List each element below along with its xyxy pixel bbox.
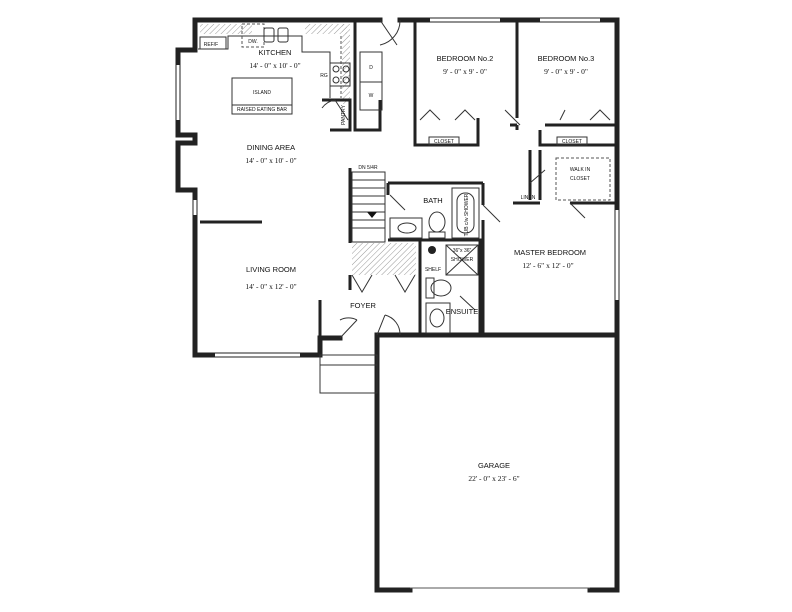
bedroom3-size: 9' - 0" x 9' - 0" [544,67,588,76]
shelf-label: SHELF [425,267,441,273]
stairs [351,171,386,243]
dining-size: 14' - 0" x 10' - 0" [245,156,296,165]
bath-label: BATH [423,196,442,205]
refrigerator-label: REF/F [204,42,218,48]
bedroom2-size: 9' - 0" x 9' - 0" [443,67,487,76]
interior-walls [200,20,617,338]
washer-label: W [369,93,374,99]
range-label: RG [320,73,328,79]
kitchen-label: KITCHEN [259,48,292,57]
living-size: 14' - 0" x 12' - 0" [245,282,296,291]
master-label: MASTER BEDROOM [514,248,586,257]
shower-label-2: SHOWER [451,257,474,263]
ensuite-label: ENSUITE [446,307,479,316]
closet3-label: CLOSET [562,139,582,145]
tub-label: TUB c/w SHOWER [464,193,470,236]
shower-label-1: 36"x 36" [453,248,472,254]
kitchen-fixtures [199,23,611,201]
front-steps [319,354,378,394]
garage-size: 22' - 0" x 23' - 6" [468,474,519,483]
living-label: LIVING ROOM [246,265,296,274]
dining-label: DINING AREA [247,143,295,152]
dishwasher-label: DW. [248,39,257,45]
foyer-label: FOYER [350,301,376,310]
walkin-label-1: WALK IN [570,167,591,173]
closet2-label: CLOSET [434,139,454,145]
counters [198,24,416,275]
bedroom3-label: BEDROOM No.3 [538,54,595,63]
doors [321,19,611,339]
bath-fixtures [389,187,480,334]
master-size: 12' - 6" x 12' - 0" [522,261,573,270]
pantry-label: PANTRY [341,104,347,124]
kitchen-size: 14' - 0" x 10' - 0" [249,61,300,70]
exterior-walls [175,17,620,593]
windows [176,18,619,357]
stairs-label: DN 5/4R [358,165,378,171]
linen-label: LINEN [521,195,536,201]
garage-label: GARAGE [478,461,510,470]
eating-bar-label: RAISED EATING BAR [237,107,287,113]
walkin-label-2: CLOSET [570,176,590,182]
bedroom2-label: BEDROOM No.2 [437,54,494,63]
dryer-label: D [369,65,373,71]
island-label: ISLAND [253,90,271,96]
